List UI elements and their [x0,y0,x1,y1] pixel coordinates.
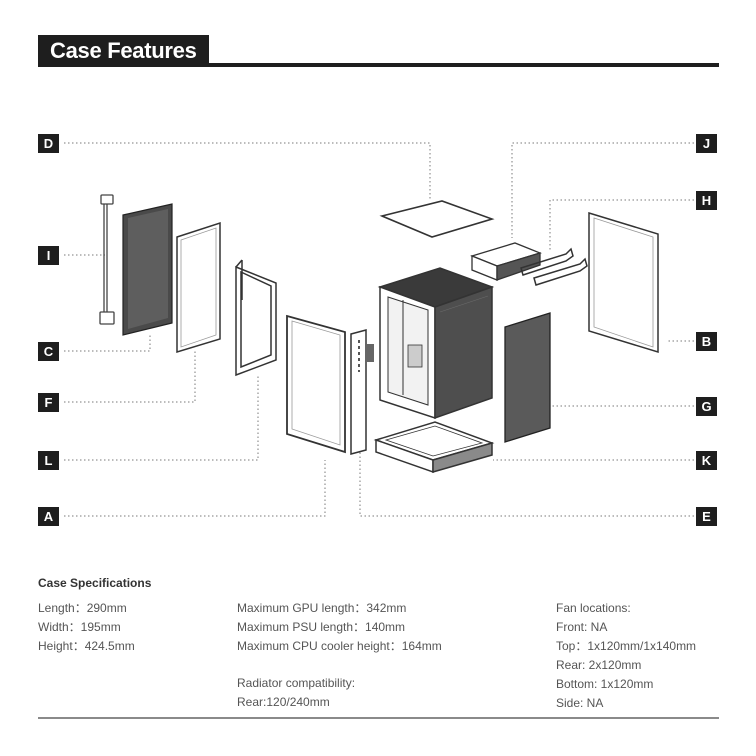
spec-length: Length：290mm [38,601,127,615]
side-panel-mesh [122,203,173,336]
exploded-case-diagram [64,142,694,517]
spec-gpu-length: Maximum GPU length：342mm [237,601,407,615]
dust-filter-panel [504,312,551,443]
spec-fan-front: Front: NA [556,620,608,634]
callout-g: G [696,397,717,416]
page-title: Case Features [38,35,209,66]
callout-k: K [696,451,717,470]
spec-limits: Maximum GPU length：342mm Maximum PSU len… [237,599,442,712]
front-io-cable [99,194,115,325]
leader-lines [64,142,694,517]
callout-d: D [38,134,59,153]
leader-l [64,375,259,461]
callout-f: F [38,393,59,412]
leader-f [64,350,196,403]
spec-fan-bottom: Bottom: 1x120mm [556,677,654,691]
spec-psu-length: Maximum PSU length：140mm [237,620,406,634]
callout-b: B [696,332,717,351]
leader-j [511,142,694,238]
title-rule [38,63,719,67]
spec-width: Width：195mm [38,620,121,634]
side-panel-right [588,211,659,354]
spec-fans: Fan locations: Front: NA Top：1x120mm/1x1… [556,599,696,713]
spec-height: Height：424.5mm [38,639,135,653]
mounting-rails [520,247,588,286]
side-bracket-frame [235,259,277,377]
callout-a: A [38,507,59,526]
spec-fan-rear: Rear: 2x120mm [556,658,642,672]
main-chassis [377,267,495,420]
callout-e: E [696,507,717,526]
leader-c [64,333,151,352]
bottom-tray [373,421,495,474]
bottom-rule [38,717,719,719]
spec-radiator-label: Radiator compatibility: [237,676,356,690]
spec-fan-label: Fan locations: [556,601,631,615]
callout-h: H [696,191,717,210]
spec-fan-top: Top：1x120mm/1x140mm [556,639,697,653]
psu-bracket [470,242,542,281]
leader-d [64,142,431,200]
spec-fan-side: Side: NA [556,696,604,710]
callout-i: I [38,246,59,265]
front-io-panel [350,329,374,455]
spec-radiator-rear: Rear:120/240mm [237,695,330,709]
leader-a [64,460,326,517]
callout-j: J [696,134,717,153]
callout-c: C [38,342,59,361]
spec-dimensions: Length：290mm Width：195mm Height：424.5mm [38,599,135,656]
top-cover [379,200,495,238]
side-panel-glass [176,221,221,354]
side-panel-tempered-glass [286,314,346,454]
leader-h [549,199,694,252]
specs-heading: Case Specifications [38,576,152,590]
callout-l: L [38,451,59,470]
spec-cooler-height: Maximum CPU cooler height：164mm [237,639,442,653]
